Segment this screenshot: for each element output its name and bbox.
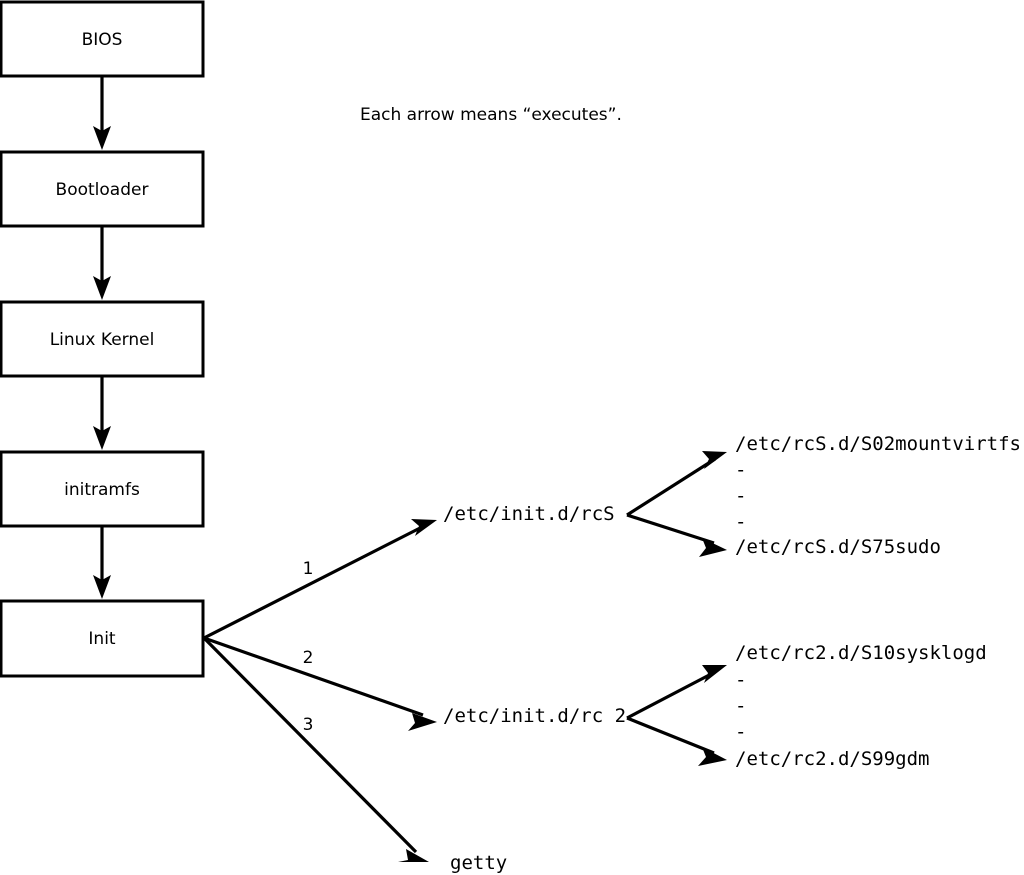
rc2-fan-top-branch [626,665,727,720]
box-init[interactable]: Init [0,599,205,678]
rcs-ellipsis-dash-2: - [735,485,746,507]
label-rcs-first-script: /etc/rcS.d/S02mountvirtfs [735,433,1021,455]
rc2-ellipsis-dash-3: - [735,721,746,743]
box-bios[interactable]: BIOS [0,0,205,78]
label-getty-process: getty [450,852,507,874]
rc2-fan-bottom-branch [626,716,727,766]
vertical-arrow-bootloader-to-kernel [93,226,111,300]
box-linux-kernel-rect[interactable] [0,300,205,378]
box-bootloader[interactable]: Bootloader [0,150,205,228]
branch-number-3: 3 [303,715,314,735]
box-bios-label: BIOS [82,30,123,50]
vertical-arrow-initramfs-to-init [93,526,111,599]
label-rc2-script: /etc/init.d/rc 2 [443,705,626,727]
branch-number-1: 1 [303,559,314,579]
label-rc2-first-script: /etc/rc2.d/S10sysklogd [735,642,987,664]
init-branch-2 [203,636,437,731]
box-init-rect[interactable] [0,599,205,678]
label-rcs-script: /etc/init.d/rcS [443,503,615,525]
label-rcs-last-script: /etc/rcS.d/S75sudo [735,536,941,558]
init-branch-3 [202,636,429,862]
vertical-arrow-bios-to-bootloader [93,76,111,150]
box-linux-kernel-label: Linux Kernel [50,330,155,350]
box-initramfs-rect[interactable] [0,450,205,528]
rc2-ellipsis-dash-2: - [735,695,746,717]
box-initramfs-label: initramfs [64,480,140,500]
box-bios-rect[interactable] [0,0,205,78]
rcs-fan-bottom-branch [626,513,727,557]
box-bootloader-label: Bootloader [56,180,149,200]
init-branch-1 [203,519,437,640]
label-rc2-last-script: /etc/rc2.d/S99gdm [735,748,929,770]
branch-number-2: 2 [303,648,314,668]
rcs-ellipsis-dash-1: - [735,459,746,481]
diagram-caption: Each arrow means “executes”. [360,105,622,125]
box-init-label: Init [88,629,116,649]
box-bootloader-rect[interactable] [0,150,205,228]
rc2-ellipsis-dash-1: - [735,669,746,691]
rcs-fan-top-branch [626,451,727,517]
rcs-ellipsis-dash-3: - [735,511,746,533]
box-initramfs[interactable]: initramfs [0,450,205,528]
vertical-arrow-kernel-to-initramfs [93,376,111,450]
box-linux-kernel[interactable]: Linux Kernel [0,300,205,378]
